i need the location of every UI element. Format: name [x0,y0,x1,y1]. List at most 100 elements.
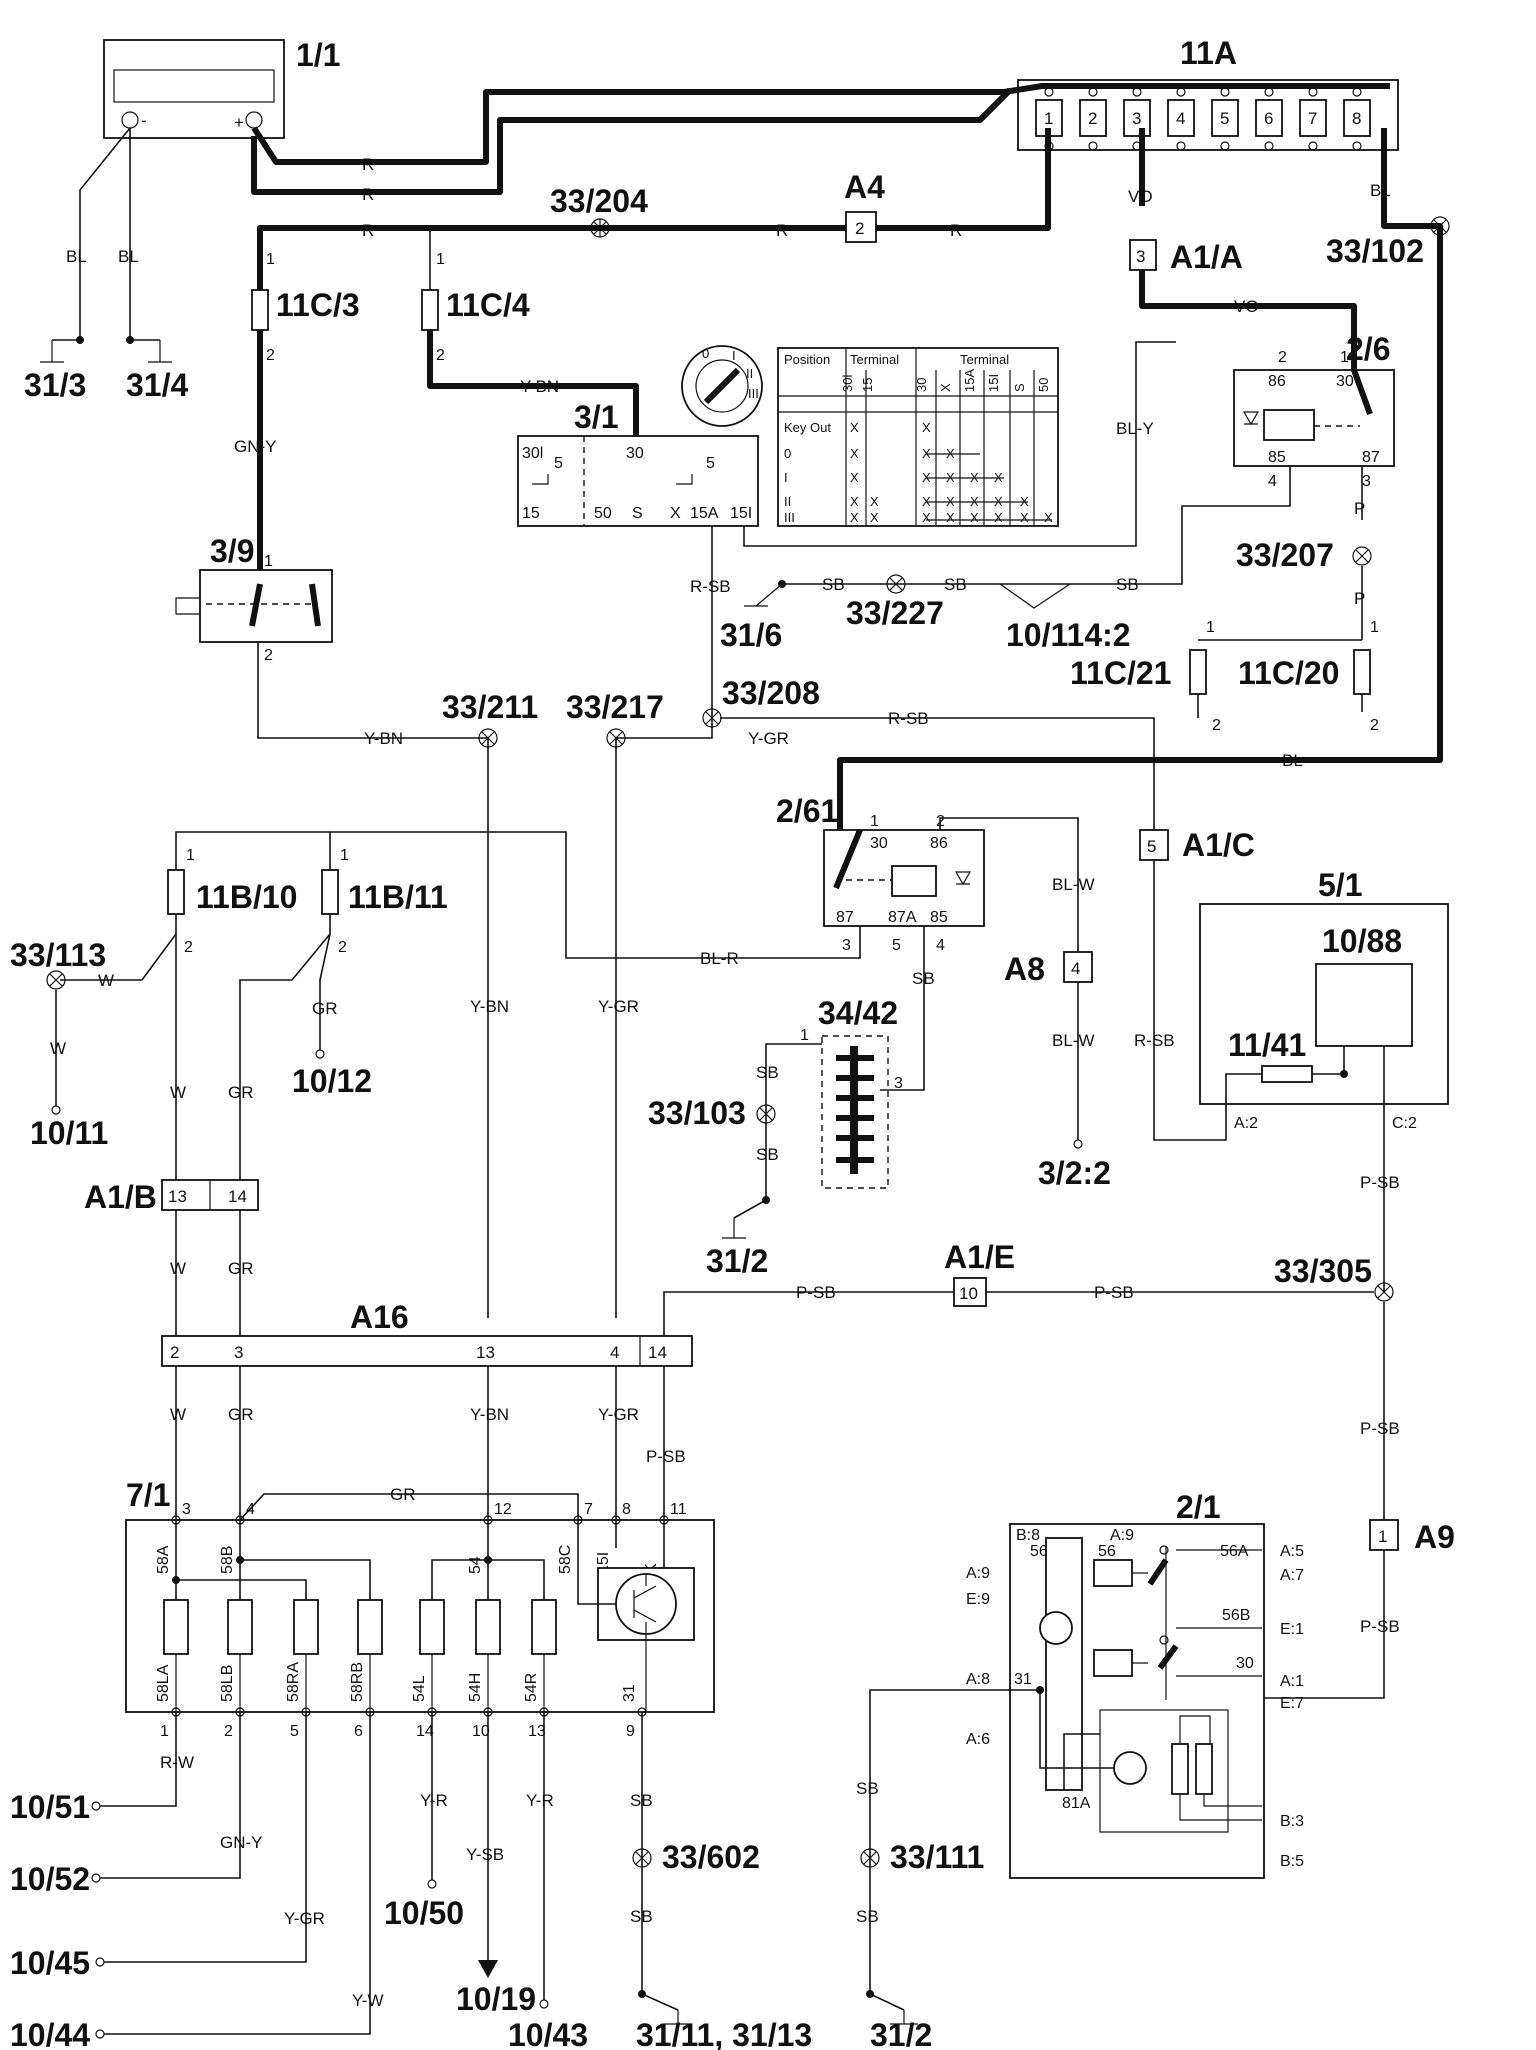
svg-text:81A: 81A [1062,1795,1091,1812]
wire-label: BL [118,247,139,266]
pin-number: 4 [246,1501,255,1518]
splice-33-103-marker [756,1104,776,1124]
svg-text:2: 2 [266,347,275,364]
pin-label: 58A [155,1545,172,1574]
wire-label: R [362,155,374,174]
svg-text:87: 87 [836,909,854,926]
splice-33-305-marker [1374,1282,1394,1302]
connector-a9: A9 [1414,1519,1455,1555]
wire-label: Y-BN [470,997,509,1016]
ref-10-19: 10/19 [456,1981,536,2017]
resistor [163,1599,189,1655]
fuse-slot-label: 7 [1308,109,1317,128]
wire-label: R-SB [888,709,929,728]
svg-text:4: 4 [610,1343,619,1362]
splice-33-207-marker [1352,546,1372,566]
svg-text:30: 30 [626,445,644,462]
wire-label: W [98,971,114,990]
table-mark: X [1044,510,1053,525]
svg-text:2: 2 [855,219,864,238]
table-mark: X [922,420,931,435]
svg-text:30: 30 [1236,1655,1254,1672]
svg-text:87A: 87A [888,909,917,926]
switch-3-9-label: 3/9 [210,533,254,569]
wire-label: Y-SB [466,1845,504,1864]
table-mark: X [850,420,859,435]
svg-text:3: 3 [1136,247,1145,266]
wire-label: VO [1234,297,1259,316]
fuse-11c-4: 11C/4 [446,287,530,323]
pin-label: 54 [467,1556,484,1574]
svg-text:3: 3 [894,1075,903,1092]
splice-33-111-marker [860,1848,880,1868]
table-col: 15A [962,369,977,392]
ref-10-50: 10/50 [384,1895,464,1931]
pin-number: 9 [626,1723,635,1740]
table-col: 15 [860,378,875,392]
battery-label: 1/1 [296,37,340,73]
splice-33-602: 33/602 [662,1839,760,1875]
svg-text:4: 4 [1268,473,1277,490]
wire-label: SB [1116,575,1139,594]
wire-label: GR [312,999,338,1018]
fuse-slot [1123,99,1151,137]
ref-3-2-2: 3/2:2 [1038,1155,1111,1191]
svg-text:56A: 56A [1220,1543,1249,1560]
fuse-11c-3: 11C/3 [276,287,360,323]
svg-text:2: 2 [436,347,445,364]
splice-33-217-marker [606,728,626,748]
pin-number: 5 [290,1723,299,1740]
splice-33-102-marker [1430,216,1450,236]
fuse-11c-21: 11C/21 [1070,655,1171,691]
fuse-11-41: 11/41 [1228,1027,1306,1063]
wire-label: R-SB [690,577,731,596]
svg-text:15A: 15A [690,505,719,522]
fuse-11c-20: 11C/20 [1238,655,1339,691]
wire-label: R [362,185,374,204]
wire-label: BL-W [1052,1031,1095,1050]
wire-label: BL [1370,181,1391,200]
splice-33-102: 33/102 [1326,233,1424,269]
fuse-11b-11: 11B/11 [348,879,448,915]
ref-10-12: 10/12 [292,1063,372,1099]
svg-text:5: 5 [1147,837,1156,856]
fuse-11b-10: 11B/10 [196,879,297,915]
ignition-switch-label: 3/1 [574,399,618,435]
ref-10-51: 10/51 [10,1789,90,1825]
pin-number: 13 [528,1723,546,1740]
splice-33-227: 33/227 [846,595,944,631]
svg-text:2: 2 [1370,717,1379,734]
wire-label: P-SB [646,1447,686,1466]
pin-number: 7 [584,1501,593,1518]
ground-31-11-13: 31/11, 31/13 [636,2017,812,2050]
svg-text:1: 1 [436,251,445,268]
wire-label: GN-Y [220,1833,263,1852]
wire-label: W [170,1259,186,1278]
svg-text:E:1: E:1 [1280,1621,1304,1638]
table-mark: X [850,470,859,485]
wire-label: SB [944,575,967,594]
ref-10-44: 10/44 [10,2017,90,2050]
svg-text:15I: 15I [730,505,752,522]
svg-text:A:6: A:6 [966,1731,990,1748]
pin-label: 58LB [219,1665,236,1702]
wire-label: GR [228,1405,254,1424]
svg-text:5: 5 [706,455,715,472]
splice-33-204: 33/204 [550,183,648,219]
module-5-1 [1199,903,1449,1108]
wire-label: BL [66,247,87,266]
pin-number: 14 [416,1723,434,1740]
wire-label: SB [822,575,845,594]
resistor [475,1599,501,1655]
wire-label: R [950,221,962,240]
svg-text:50: 50 [594,505,612,522]
fuse-slot-label: 4 [1176,109,1185,128]
ground-31-6: 31/6 [720,617,782,653]
wire-label: GR [228,1083,254,1102]
relay-2-6-label: 2/6 [1346,331,1390,367]
ground-31-2a: 31/2 [706,1243,768,1279]
connector-a8: A8 [1004,951,1045,987]
resistor [419,1599,445,1655]
svg-text:3: 3 [1362,473,1371,490]
